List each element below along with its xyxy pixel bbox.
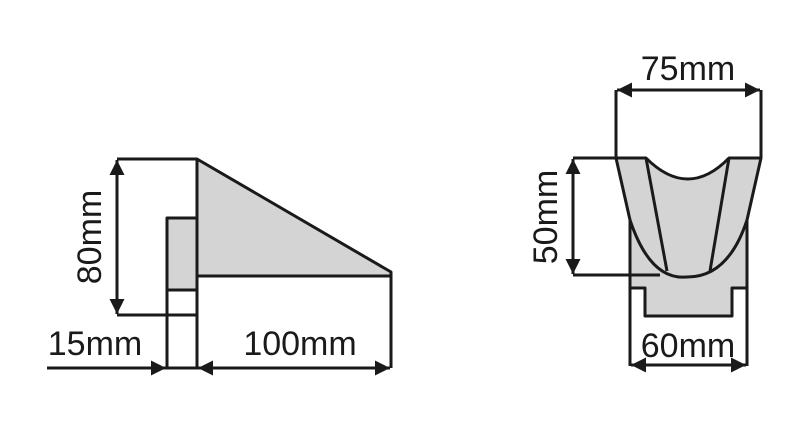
cradle-edge-line [644,157,669,272]
top-width-label: 75mm [641,50,735,88]
height-label: 80mm [71,190,109,284]
length-label: 100mm [243,325,356,363]
chock-lip [165,216,199,292]
chock-side-profile [195,157,393,278]
thickness-label: 15mm [48,325,142,363]
base-width-label: 60mm [641,327,735,365]
front-view: 75mm 50mm 60mm [527,50,763,373]
wheel-cradle-curve [628,219,749,279]
side-view: 80mm 15mm 100mm [47,157,393,376]
height-label: 50mm [527,170,565,264]
lip-extension [165,288,199,370]
cradle-edge-line [708,157,731,272]
